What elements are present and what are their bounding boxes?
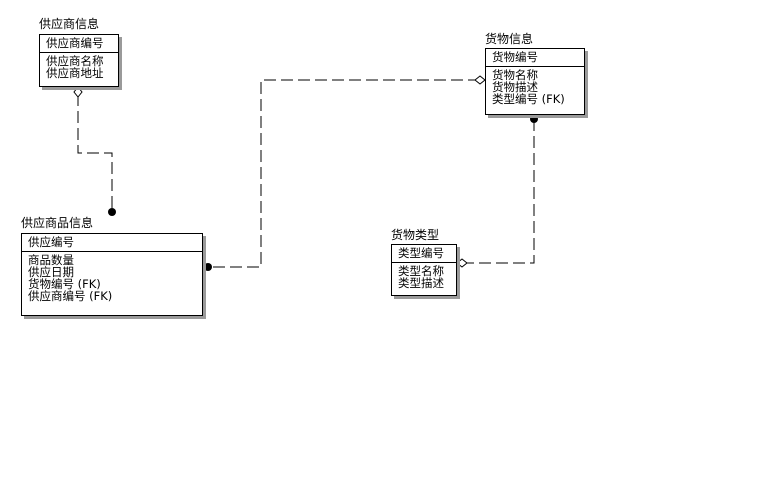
- relationship-category-goods: [462, 119, 535, 264]
- attr-supplier-address: 供应商地址: [46, 66, 104, 80]
- attr-supply-date: 供应日期: [28, 265, 74, 279]
- many-dot-supply-from-supplier: [108, 208, 116, 216]
- attr-category-desc: 类型描述: [398, 276, 444, 290]
- attr-supply-qty: 商品数量: [28, 253, 74, 267]
- entity-pk-supply: 供应编号: [22, 234, 202, 252]
- entity-attrs-supplier: 供应商名称 供应商地址: [40, 53, 118, 81]
- entity-attrs-supply: 商品数量 供应日期 货物编号 (FK) 供应商编号 (FK): [22, 252, 202, 304]
- optional-diamond-goods: [474, 75, 486, 85]
- entity-goods[interactable]: 货物编号 货物名称 货物描述 类型编号 (FK): [485, 48, 585, 115]
- many-dot-supply-from-goods: [204, 263, 212, 271]
- optional-diamond-category: [456, 258, 468, 268]
- entity-title-supply: 供应商品信息: [21, 216, 94, 230]
- entity-category[interactable]: 类型编号 类型名称 类型描述: [391, 244, 457, 296]
- attr-supply-supplier-fk: 供应商编号 (FK): [28, 289, 113, 303]
- optional-diamond-supplier: [73, 86, 83, 98]
- attr-supply-goods-fk: 货物编号 (FK): [28, 277, 101, 291]
- entity-pk-supplier: 供应商编号: [40, 35, 118, 53]
- relationship-goods-supply: [208, 79, 480, 268]
- many-dot-goods-from-category: [530, 115, 538, 123]
- entity-pk-category: 类型编号: [392, 245, 456, 263]
- entity-supplier[interactable]: 供应商编号 供应商名称 供应商地址: [39, 34, 119, 87]
- entity-title-goods: 货物信息: [485, 32, 534, 46]
- attr-goods-desc: 货物描述: [492, 80, 538, 94]
- attr-goods-name: 货物名称: [492, 68, 538, 82]
- entity-title-supplier: 供应商信息: [39, 17, 100, 31]
- entity-supply[interactable]: 供应编号 商品数量 供应日期 货物编号 (FK) 供应商编号 (FK): [21, 233, 203, 316]
- entity-title-category: 货物类型: [391, 228, 440, 242]
- entity-pk-goods: 货物编号: [486, 49, 584, 67]
- attr-category-name: 类型名称: [398, 264, 444, 278]
- attr-supplier-name: 供应商名称: [46, 54, 104, 68]
- entity-attrs-goods: 货物名称 货物描述 类型编号 (FK): [486, 67, 584, 107]
- relationship-supplier-supply: [77, 94, 113, 212]
- attr-goods-type-fk: 类型编号 (FK): [492, 92, 565, 106]
- entity-attrs-category: 类型名称 类型描述: [392, 263, 456, 291]
